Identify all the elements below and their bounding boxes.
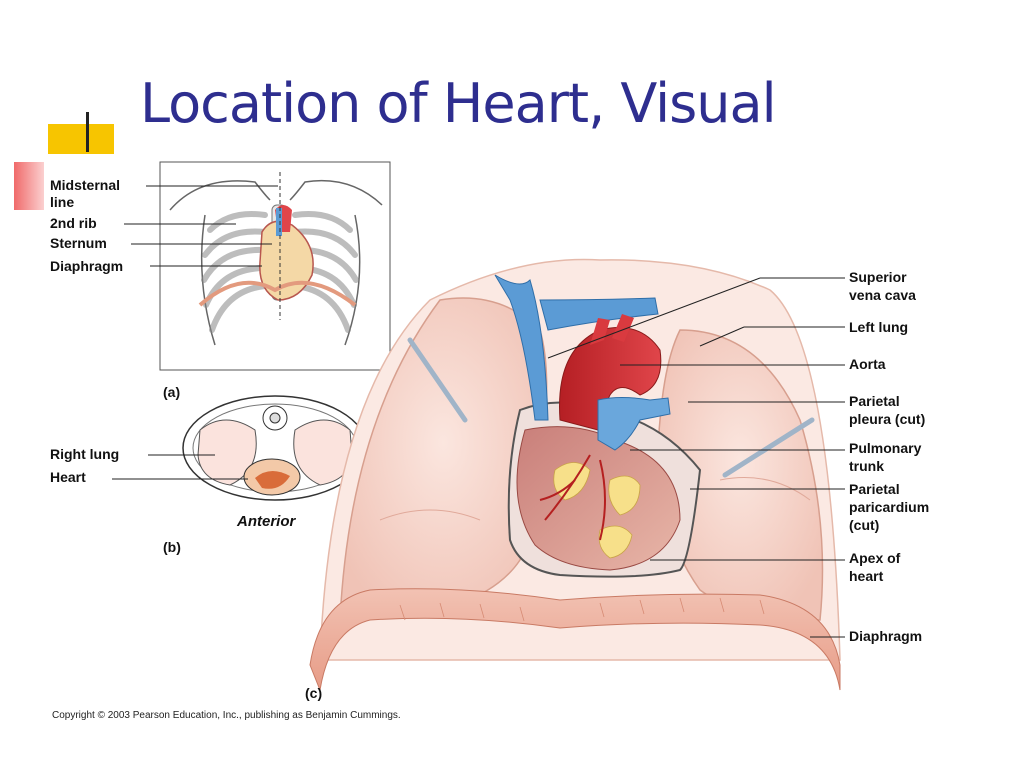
label-parietal-pericardium-1: Parietal	[849, 481, 900, 497]
label-diaphragm-a: Diaphragm	[50, 258, 123, 274]
panel-c-tag: (c)	[305, 685, 322, 701]
label-superior-vena-cava-2: vena cava	[849, 287, 916, 303]
label-2nd-rib: 2nd rib	[50, 215, 97, 231]
label-midsternal-line-2: line	[50, 194, 74, 210]
label-apex-of-heart-2: heart	[849, 568, 884, 584]
label-sternum: Sternum	[50, 235, 107, 251]
panel-a-tag: (a)	[163, 384, 180, 400]
panel-b-labels: Right lung Heart Anterior (b)	[50, 446, 297, 555]
label-parietal-pericardium-2: paricardium	[849, 499, 929, 515]
label-parietal-pericardium-3: (cut)	[849, 517, 879, 533]
accent-bar	[86, 112, 89, 152]
label-pulmonary-trunk-2: trunk	[849, 458, 884, 474]
leader-lines	[112, 185, 845, 638]
label-parietal-pleura-2: pleura (cut)	[849, 411, 925, 427]
label-heart: Heart	[50, 469, 86, 485]
panel-b-tag: (b)	[163, 539, 181, 555]
panel-a-labels: Midsternal line 2nd rib Sternum Diaphrag…	[50, 177, 180, 400]
panel-c-labels: Superior vena cava Left lung Aorta Parie…	[305, 269, 929, 701]
label-apex-of-heart-1: Apex of	[849, 550, 901, 566]
label-diaphragm-c: Diaphragm	[849, 628, 922, 644]
label-pulmonary-trunk-1: Pulmonary	[849, 440, 922, 456]
label-midsternal-line-1: Midsternal	[50, 177, 120, 193]
slide-title: Location of Heart, Visual	[140, 72, 777, 135]
panel-b-cross-section-illustration	[182, 395, 368, 501]
copyright-notice: Copyright © 2003 Pearson Education, Inc.…	[52, 710, 401, 721]
label-superior-vena-cava-1: Superior	[849, 269, 907, 285]
label-left-lung: Left lung	[849, 319, 908, 335]
label-aorta: Aorta	[849, 356, 886, 372]
accent-red-block	[14, 162, 44, 210]
label-right-lung: Right lung	[50, 446, 119, 462]
accent-yellow-block	[48, 124, 114, 154]
label-parietal-pleura-1: Parietal	[849, 393, 900, 409]
label-anterior: Anterior	[236, 513, 297, 530]
